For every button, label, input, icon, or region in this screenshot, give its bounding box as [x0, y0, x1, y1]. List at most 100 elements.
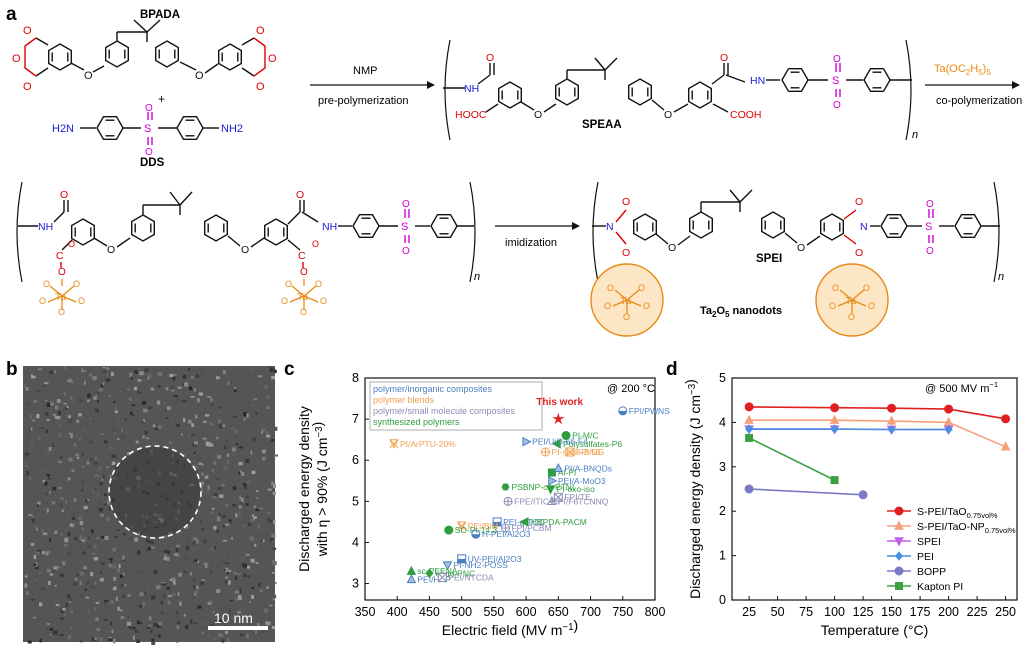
x-tick-label: 225: [967, 605, 988, 619]
chart-c-frame: [364, 377, 656, 601]
svg-text:C: C: [56, 250, 64, 262]
legend-label: S-PEI/TaO-NP0.75vol%: [917, 521, 1016, 535]
data-point: [547, 495, 557, 506]
x-tick-label: 250: [995, 605, 1016, 619]
spei-label: SPEI: [756, 253, 782, 265]
data-point: [406, 573, 417, 584]
svg-text:O: O: [84, 70, 93, 82]
svg-text:O: O: [832, 283, 839, 293]
svg-text:n: n: [912, 129, 918, 141]
legend-label: PEI: [917, 551, 934, 563]
data-point: [503, 496, 513, 506]
data-point: [553, 462, 564, 473]
svg-text:O: O: [668, 242, 676, 254]
x-tick-label: 500: [451, 605, 472, 619]
svg-text:HOOC: HOOC: [455, 109, 487, 121]
svg-text:O: O: [68, 239, 75, 249]
svg-text:O: O: [833, 100, 841, 111]
svg-text:O: O: [926, 199, 934, 210]
data-point-label: Al-PI: [558, 468, 576, 478]
x-tick-label: 600: [516, 605, 537, 619]
data-point: [471, 529, 481, 539]
svg-text:O: O: [60, 189, 68, 201]
svg-text:O: O: [622, 247, 630, 259]
svg-text:S: S: [925, 221, 932, 233]
svg-text:O: O: [23, 81, 32, 93]
svg-text:O: O: [12, 53, 21, 65]
svg-text:O: O: [241, 244, 249, 256]
series-point: [887, 424, 896, 435]
svg-text:O: O: [797, 242, 805, 254]
svg-text:O: O: [320, 296, 327, 306]
data-point: [618, 406, 628, 416]
legend-label: SPEI: [917, 536, 941, 548]
y-tick-label: 1: [719, 549, 726, 563]
speaa-label: SPEAA: [582, 119, 622, 131]
data-point: [389, 439, 399, 449]
legend-entry: polymer/small molecule composites: [373, 406, 516, 416]
series-point: [887, 403, 897, 413]
series-point: [744, 402, 754, 412]
series-point: [744, 414, 754, 424]
panel-c-label: c: [284, 359, 295, 380]
legend-marker: [894, 506, 904, 516]
data-point-label: PEI/NTCDA: [448, 572, 494, 582]
data-point-label: FPI/TE: [564, 492, 591, 502]
svg-text:O: O: [300, 307, 307, 317]
data-point: [425, 568, 434, 579]
svg-text:H2N: H2N: [52, 123, 74, 135]
svg-text:n: n: [998, 271, 1004, 283]
legend-marker: [895, 551, 903, 561]
svg-text:O: O: [312, 239, 319, 249]
data-point: [565, 447, 575, 457]
data-point: [456, 521, 467, 532]
data-point-label: PSBNP-co-PTNI: [511, 482, 574, 492]
prepolymerization-label: pre-polymerization: [318, 95, 408, 107]
y-tick-label: 5: [352, 494, 359, 508]
x-tick-label: 200: [938, 605, 959, 619]
y-axis-label-line1: Discharged energy density: [296, 406, 312, 572]
data-point-label: FPI/DG: [576, 447, 604, 457]
svg-text:O: O: [23, 25, 32, 37]
data-point-label: PEI/HAP: [417, 574, 451, 584]
x-tick-label: 25: [742, 605, 756, 619]
bpada-structure: O O O O O O O O: [12, 19, 277, 93]
copolymerization-label: co-polymerization: [936, 95, 1022, 107]
data-point: [501, 483, 510, 491]
svg-text:Ta: Ta: [620, 295, 631, 307]
panel-d-label: d: [666, 359, 678, 380]
panel-b: b 10 nm: [6, 359, 278, 645]
svg-text:n: n: [474, 271, 480, 283]
chart-d-frame: [731, 377, 1018, 601]
svg-text:O: O: [604, 301, 611, 311]
ta-polymer-structure: NH O C O O O O O NH: [16, 181, 480, 283]
scale-bar-label: 10 nm: [214, 610, 253, 626]
data-point-label: HBPDA-PACM: [531, 517, 587, 527]
nanodots-label: Ta2O5 nanodots: [700, 305, 782, 319]
series-point: [830, 424, 839, 434]
series-line: [749, 406, 1006, 420]
nmp-label: NMP: [353, 65, 377, 77]
svg-text:O: O: [855, 247, 863, 259]
y-axis-label-text: Discharged energy density (J cm−3): [682, 379, 703, 599]
legend-frame: [369, 381, 543, 431]
svg-text:O: O: [486, 52, 494, 64]
series-point: [886, 415, 897, 425]
series-line: [749, 488, 864, 496]
svg-text:NH: NH: [322, 221, 337, 233]
x-tick-label: 125: [853, 605, 874, 619]
x-tick-label: 175: [910, 605, 931, 619]
chart-d-legend: S-PEI/TaO0.75vol%S-PEI/TaO-NP0.75vol%SPE…: [887, 506, 1016, 593]
svg-text:C: C: [298, 250, 306, 262]
svg-text:O: O: [664, 109, 672, 121]
svg-text:O: O: [281, 296, 288, 306]
svg-text:O: O: [607, 283, 614, 293]
svg-text:O: O: [268, 53, 277, 65]
series-point: [745, 424, 754, 434]
data-point-label: FPI/PWNS: [629, 406, 670, 416]
svg-text:O: O: [829, 301, 836, 311]
